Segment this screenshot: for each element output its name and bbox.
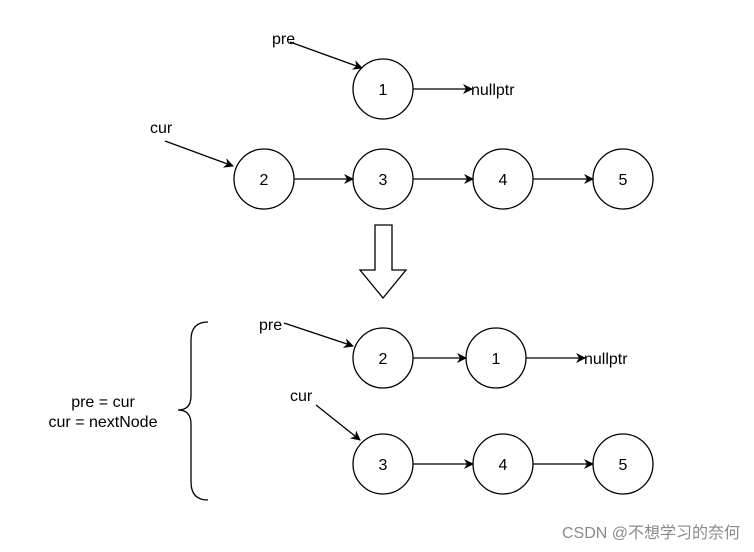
top-node-5: 5 [592,148,654,210]
top-node-2: 2 [233,148,295,210]
note-line-2: cur = nextNode [49,414,158,431]
top-cur-label: cur [150,120,173,137]
svg-text:2: 2 [260,172,269,189]
svg-text:3: 3 [379,172,388,189]
bottom-pre-label: pre [259,317,282,334]
watermark-text: CSDN @不想学习的奈何 [562,524,740,542]
svg-text:1: 1 [492,351,501,368]
svg-text:5: 5 [619,457,628,474]
top-cur-pointer-arrow [164,140,234,168]
curly-brace [177,321,209,501]
bottom-node-4: 4 [472,433,534,495]
svg-text:2: 2 [379,351,388,368]
top-pre-label: pre [272,31,295,48]
svg-text:4: 4 [499,172,508,189]
top-pre-pointer-arrow [289,41,363,70]
bottom-node-5: 5 [592,433,654,495]
top-node-1-value: 1 [379,82,388,99]
top-node-3: 3 [352,148,414,210]
bottom-state: pre 2 1 nullptr cur 3 4 5 [259,317,654,495]
top-nullptr-label: nullptr [471,82,515,99]
bottom-nullptr-label: nullptr [584,351,628,368]
note-line-1: pre = cur [71,394,135,411]
transition-down-arrow [358,224,408,300]
top-node-1: 1 [352,58,414,120]
svg-text:5: 5 [619,172,628,189]
bottom-node-2: 2 [352,327,414,389]
svg-text:4: 4 [499,457,508,474]
top-state: pre 1 nullptr cur 2 3 4 5 [150,31,654,210]
bottom-cur-pointer-arrow [315,404,361,441]
bottom-pre-pointer-arrow [283,322,354,348]
top-node-4: 4 [472,148,534,210]
bottom-cur-label: cur [290,388,313,405]
svg-text:3: 3 [379,457,388,474]
bottom-node-1: 1 [465,327,527,389]
bottom-node-3: 3 [352,433,414,495]
